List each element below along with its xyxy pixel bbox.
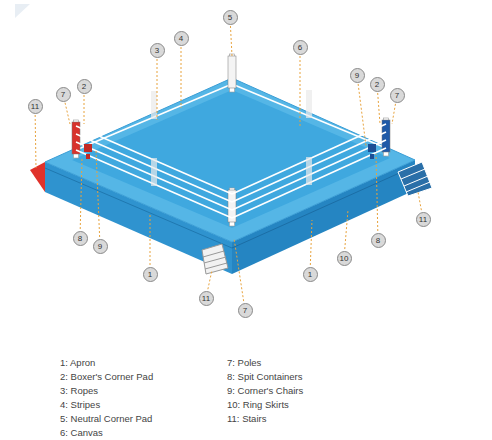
stairs-right xyxy=(398,162,432,196)
leader-line xyxy=(181,47,182,108)
corner-pad xyxy=(228,56,236,88)
red-corner-flap xyxy=(30,162,45,192)
legend-entry: 3: Ropes xyxy=(60,385,98,396)
callout-number: 8 xyxy=(73,231,88,246)
spit-container xyxy=(370,154,374,159)
callout-number: 11 xyxy=(416,212,431,227)
stairs-bottom xyxy=(202,244,228,274)
leader-line xyxy=(65,103,70,124)
leader-line xyxy=(234,238,244,301)
leader-line xyxy=(378,93,380,124)
callout-number: 5 xyxy=(223,10,238,25)
legend-entry: 1: Apron xyxy=(60,357,95,368)
rope xyxy=(232,132,386,202)
callout-number: 2 xyxy=(370,77,385,92)
callout-number: 1 xyxy=(143,267,158,282)
spit-container xyxy=(86,154,90,159)
callout-number: 6 xyxy=(293,40,308,55)
leader-line xyxy=(300,56,301,128)
rope xyxy=(232,124,386,194)
rope xyxy=(232,68,386,132)
callout-number: 7 xyxy=(390,88,405,103)
leader-line xyxy=(376,154,378,231)
leader-lines xyxy=(35,26,421,301)
leader-line xyxy=(150,215,151,265)
legend-entry: 7: Poles xyxy=(227,357,261,368)
rope xyxy=(76,84,232,150)
rope xyxy=(232,60,386,124)
rope-stripe xyxy=(306,90,312,118)
legend-entry: 10: Ring Skirts xyxy=(227,399,289,410)
leader-line xyxy=(358,84,366,146)
leader-line xyxy=(35,115,37,168)
legend-entry: 5: Neutral Corner Pad xyxy=(60,413,152,424)
leader-line xyxy=(345,210,348,249)
rope-stripe xyxy=(151,91,157,119)
corner-chair xyxy=(368,144,376,152)
rope xyxy=(232,84,386,148)
callout-number: 9 xyxy=(350,68,365,83)
callout-number: 1 xyxy=(303,267,318,282)
callout-number: 10 xyxy=(337,251,352,266)
ropes-and-poles xyxy=(72,54,390,226)
legend-entry: 4: Stripes xyxy=(60,399,100,410)
leader-line xyxy=(208,270,212,289)
rope xyxy=(76,60,232,126)
callout-number: 2 xyxy=(77,79,92,94)
leader-line xyxy=(80,158,82,229)
callout-number: 11 xyxy=(199,291,214,306)
callout-number: 9 xyxy=(93,239,108,254)
leader-line xyxy=(84,95,85,124)
legend-entry: 8: Spit Containers xyxy=(227,371,303,382)
rope xyxy=(76,126,232,194)
rope xyxy=(232,140,386,210)
legend-entry: 6: Canvas xyxy=(60,427,103,438)
legend-entry: 2: Boxer's Corner Pad xyxy=(60,371,153,382)
rope xyxy=(76,68,232,134)
rope xyxy=(232,76,386,140)
rope xyxy=(76,76,232,142)
callout-number: 8 xyxy=(371,233,386,248)
leader-line xyxy=(392,104,395,124)
leader-line xyxy=(310,220,312,265)
canvas xyxy=(72,90,390,228)
leader-line xyxy=(418,192,421,210)
legend-entry: 9: Corner's Chairs xyxy=(227,385,303,396)
leader-line xyxy=(96,150,100,237)
callout-number: 7 xyxy=(238,303,253,318)
callout-number: 7 xyxy=(56,87,71,102)
leader-line xyxy=(157,59,158,120)
leader-line xyxy=(230,26,232,56)
rope-stripe xyxy=(151,158,157,186)
callout-number: 11 xyxy=(28,99,43,114)
apron-top xyxy=(45,78,415,242)
rope xyxy=(76,134,232,202)
callout-number: 4 xyxy=(174,31,189,46)
corner-mark xyxy=(15,4,30,18)
corner-chair xyxy=(84,144,92,152)
rope-stripe xyxy=(306,157,312,185)
rope xyxy=(76,142,232,210)
legend-entry: 11: Stairs xyxy=(227,413,266,424)
callout-number: 3 xyxy=(150,43,165,58)
